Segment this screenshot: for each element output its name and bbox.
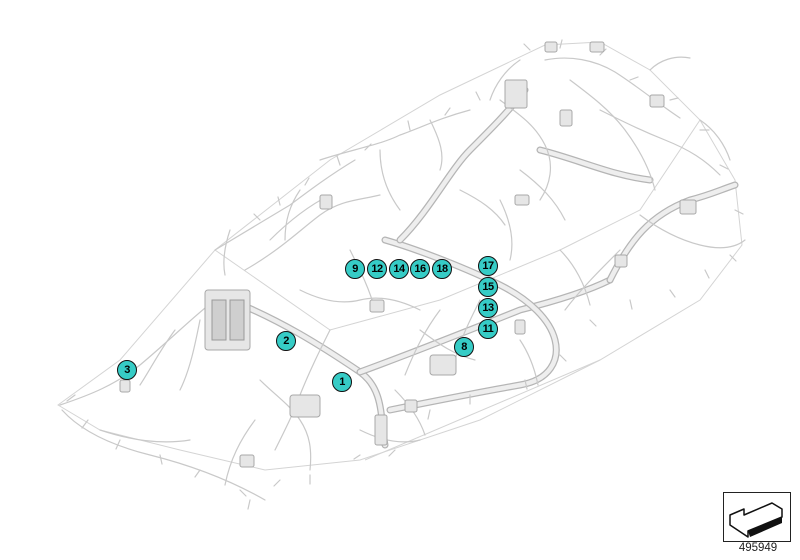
connectors <box>119 41 697 468</box>
callout-11[interactable]: 11 <box>478 319 498 339</box>
callout-8[interactable]: 8 <box>454 337 474 357</box>
branch-wires <box>59 56 746 501</box>
callout-1[interactable]: 1 <box>332 372 352 392</box>
callout-18[interactable]: 18 <box>432 259 452 279</box>
callout-12[interactable]: 12 <box>367 259 387 279</box>
connector-stubs <box>66 39 744 510</box>
callout-9[interactable]: 9 <box>345 259 365 279</box>
diagram-id-number: 495949 <box>738 542 778 554</box>
callout-16[interactable]: 16 <box>410 259 430 279</box>
body-outline <box>57 41 743 471</box>
callout-14[interactable]: 14 <box>389 259 409 279</box>
callout-13[interactable]: 13 <box>478 298 498 318</box>
callout-2[interactable]: 2 <box>276 331 296 351</box>
callout-15[interactable]: 15 <box>478 277 498 297</box>
callout-17[interactable]: 17 <box>478 256 498 276</box>
orientation-arrow-box <box>723 492 791 542</box>
callout-3[interactable]: 3 <box>117 360 137 380</box>
orientation-arrow-icon <box>729 502 783 538</box>
